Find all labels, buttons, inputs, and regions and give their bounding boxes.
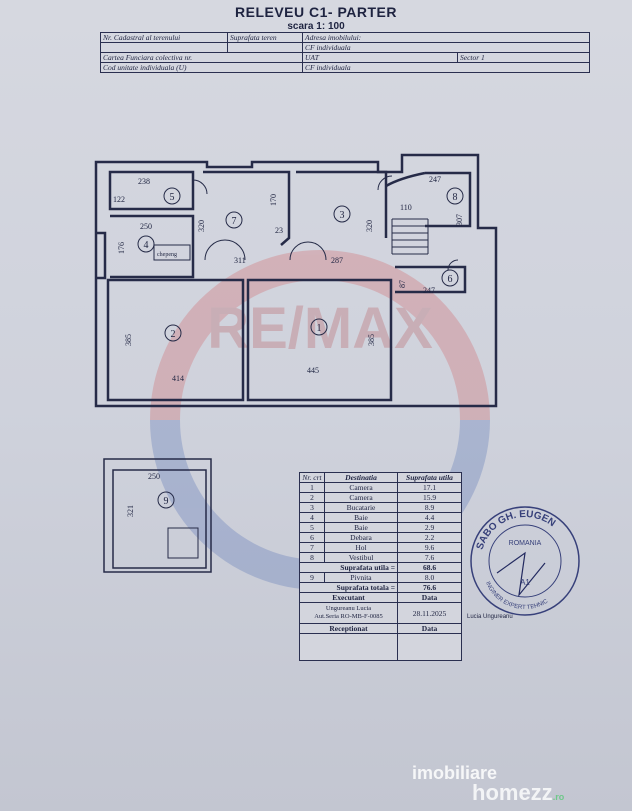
dimension-label: 176 [117,242,126,254]
cf-unit-cell: CF individuala [302,62,590,73]
engineer-stamp: SABO GH. EUGEN INGINER EXPERT TEHNIC ROM… [470,506,580,616]
dimension-label: 320 [197,220,206,232]
homezz-watermark: homezz.ro [472,780,565,805]
stairs [391,218,429,255]
dimension-label: 250 [148,472,160,481]
stamp-country: ROMANIA [509,540,542,547]
remax-text: RE/MAX [207,296,433,361]
header-row: Nr. Cadastral al terenului Suprafata ter… [100,32,590,43]
room-number: 2 [171,329,176,340]
room-number: 9 [164,496,169,507]
room-number: 8 [453,192,458,203]
dimension-label: 320 [365,220,374,232]
imobiliare-watermark: imobiliare [412,763,498,783]
dimension-label: 238 [138,177,150,186]
dimension-label: 287 [331,256,343,265]
dimension-label: 385 [124,334,133,346]
dimension-label: 250 [140,222,152,231]
dimension-labels: 238 122 250 176 320 170 23 320 110 247 3… [113,175,464,517]
col-header: Nr. crt [299,472,325,483]
receptionat-header: Receptionat Data [299,623,462,634]
dimension-label: 414 [172,374,184,383]
room-number: 5 [170,192,175,203]
useful-surface-row: Suprafata utila = 68.6 [299,562,462,573]
closet-label: chepeng [157,252,177,258]
door-arcs [192,175,459,271]
dimension-label: 247 [429,175,441,184]
dimension-label: 170 [269,194,278,206]
signature-note: Lucia Ungureanu [467,614,513,620]
dimension-label: 321 [126,505,135,517]
receptionat-row [299,633,462,661]
room-number: 3 [340,210,345,221]
room-numbers: 1 2 3 4 5 6 7 8 9 [144,192,458,507]
room-number: 1 [317,323,322,334]
walls [94,153,498,408]
page-title: RELEVEU C1- PARTER [235,4,397,20]
dimension-label: 307 [455,214,464,226]
stamp-number: A1 [520,578,530,587]
col-header: Destinatia [324,472,398,483]
dimension-label: 23 [275,226,283,235]
room-number: 7 [232,216,237,227]
header-row: Cod unitate individuala (U) CF individua… [100,62,590,73]
dimension-label: 385 [367,334,376,346]
dimension-label: 110 [400,203,412,212]
dimension-label: 122 [113,195,125,204]
room-circles [137,187,464,509]
dimension-label: 311 [234,256,246,265]
executant-row: Ungureanu Lucia Aut.Seria RO-MB-F-0085 2… [299,602,462,624]
room-number: 4 [144,240,149,251]
scale-label: scara 1: 100 [287,21,345,32]
cellar-walls [103,458,212,573]
signature [496,551,546,598]
header-table: Nr. Cadastral al terenului Suprafata ter… [100,32,590,73]
dimension-label: 445 [307,366,319,375]
summary-header: Nr. crt Destinatia Suprafata utila [299,472,462,483]
room-number: 6 [448,274,453,285]
executant-header: Executant Data [299,592,462,603]
col-header: Suprafata utila [397,472,462,483]
dimension-label: 87 [398,280,407,288]
dimension-label: 247 [423,286,435,295]
total-surface-row: Suprafata totala = 76.6 [299,582,462,593]
